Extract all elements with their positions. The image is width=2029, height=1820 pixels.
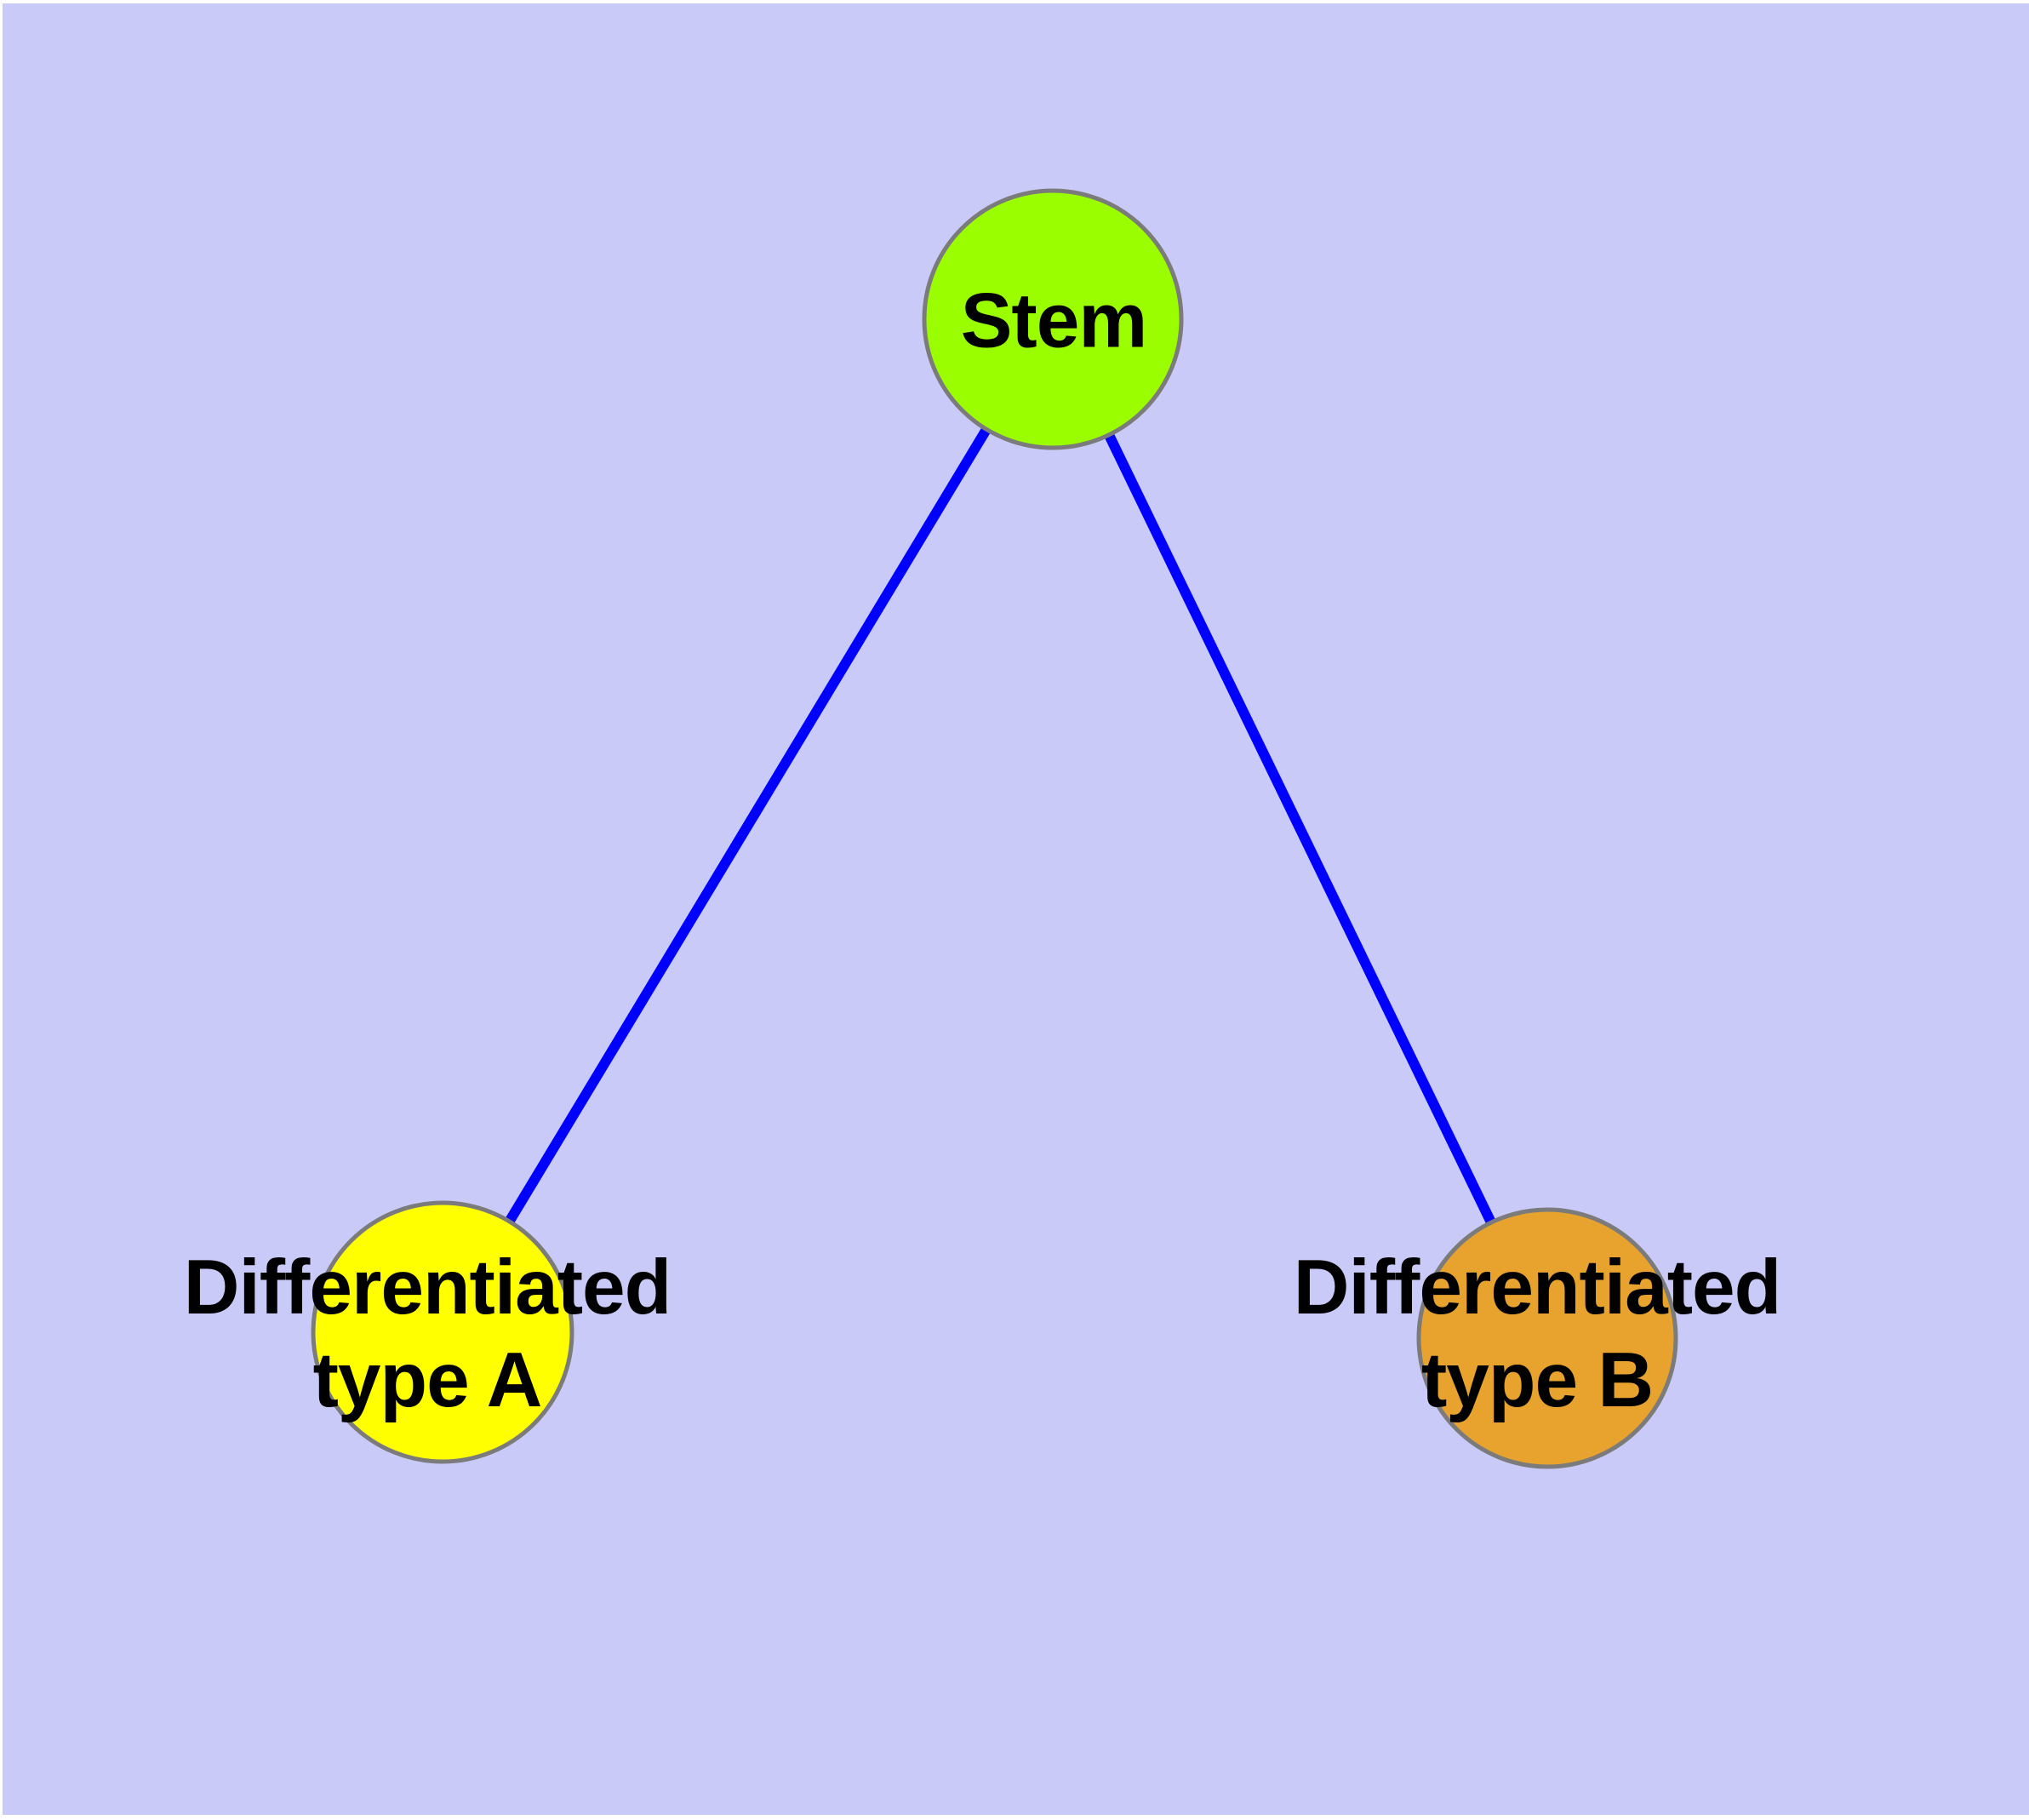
node-label-differentiated-type-a: Differentiated type A (183, 1245, 672, 1423)
node-label-stem: Stem (960, 278, 1148, 364)
edge-stem-to-type-b (1048, 317, 1552, 1341)
edge-stem-to-type-a (437, 316, 1058, 1336)
node-label-differentiated-type-b: Differentiated type B (1293, 1245, 1782, 1423)
node-differentiated-type-a (311, 1200, 574, 1464)
node-differentiated-type-b (1416, 1207, 1678, 1469)
node-stem (922, 188, 1184, 450)
